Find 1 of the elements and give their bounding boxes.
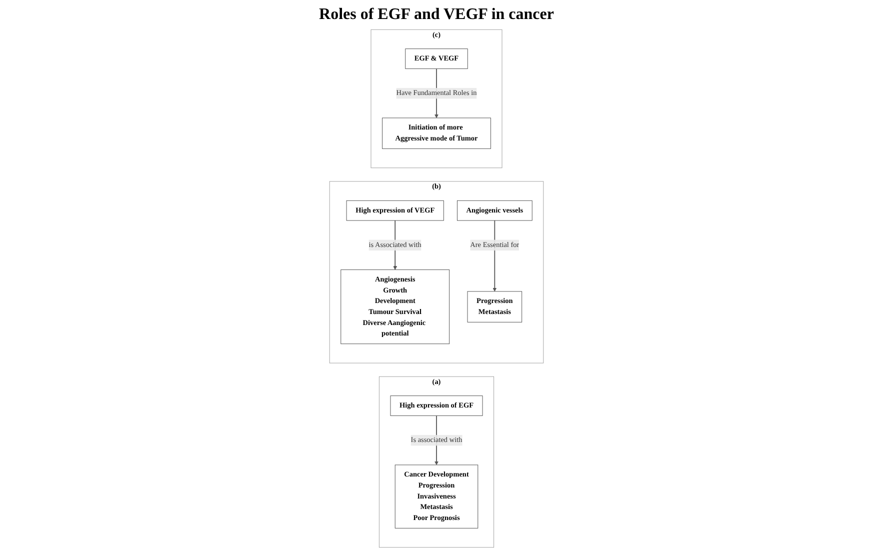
diagram-title: Roles of EGF and VEGF in cancer [318,5,555,25]
